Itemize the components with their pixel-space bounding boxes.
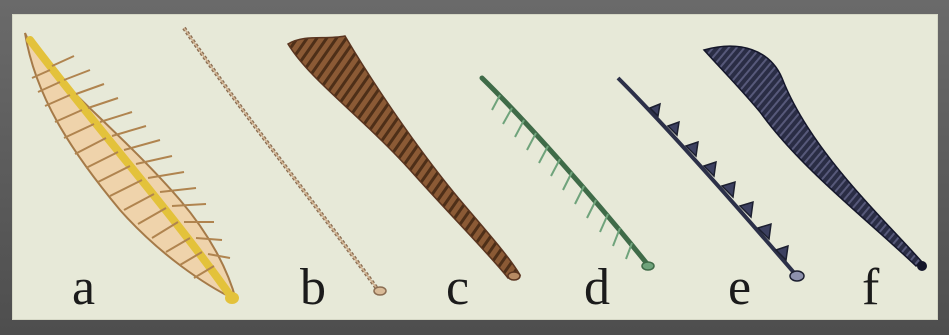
label-f: f	[862, 262, 879, 314]
label-c: c	[446, 262, 469, 314]
label-a: a	[72, 262, 95, 314]
label-d: d	[584, 262, 610, 314]
label-e: e	[728, 262, 751, 314]
feather-d	[482, 78, 654, 270]
label-b: b	[300, 262, 326, 314]
feather-c	[288, 36, 520, 280]
feather-f	[704, 46, 927, 271]
feather-a	[25, 33, 239, 304]
